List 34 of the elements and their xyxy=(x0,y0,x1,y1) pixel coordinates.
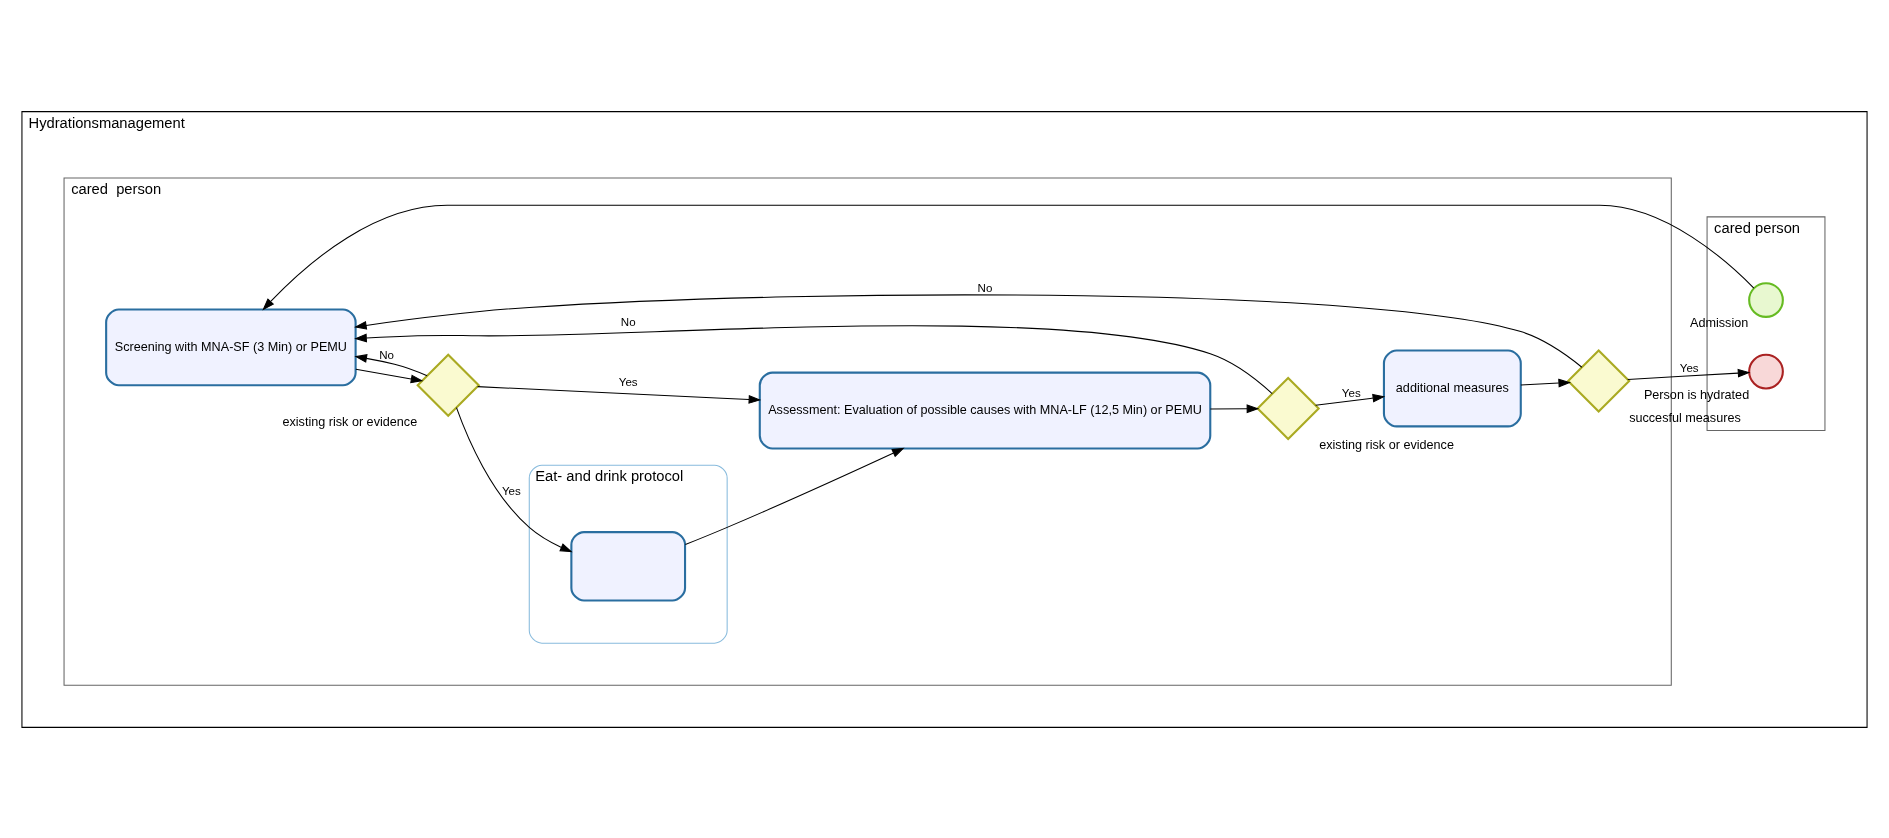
arrow xyxy=(1315,393,1386,406)
edge-label: Yes xyxy=(618,375,638,388)
edge-label: Yes xyxy=(1679,361,1699,374)
edge-label: No xyxy=(620,315,636,328)
node-label: existing risk or evidence xyxy=(1319,437,1454,452)
node-label: existing risk or evidence xyxy=(282,414,418,429)
node-label: Person is hydrated xyxy=(1643,387,1750,402)
arrow xyxy=(1627,368,1751,380)
node-box xyxy=(570,530,687,602)
arrow xyxy=(354,353,428,376)
arrow xyxy=(354,324,1273,394)
node-box: Assessment: Evaluation of possible causes with MNA-LF (12,5 Min) or PEMU xyxy=(758,371,1212,449)
arrow xyxy=(477,385,762,404)
arrow xyxy=(262,204,1755,310)
edge-label: Yes xyxy=(501,484,521,497)
arrow xyxy=(355,368,424,383)
node-box: Screening with MNA-SF (3 Min) or PEMU xyxy=(105,307,357,386)
cluster: Eat- and drink protocol xyxy=(528,464,728,644)
node-label: Admission xyxy=(1690,315,1749,330)
edge-label: No xyxy=(977,281,993,294)
edge-label: Yes xyxy=(1341,386,1361,399)
node-diamond xyxy=(416,352,481,417)
arrow xyxy=(1520,378,1572,387)
node-circle xyxy=(1748,281,1784,318)
arrow xyxy=(684,447,905,545)
arrow xyxy=(455,406,573,552)
node-circle xyxy=(1748,353,1784,389)
node-box: additional measures xyxy=(1382,349,1522,427)
arrow xyxy=(1209,403,1260,413)
arrow xyxy=(354,293,1583,368)
node-label: succesful measures xyxy=(1629,410,1741,425)
node-diamond xyxy=(1566,348,1631,413)
node-diamond xyxy=(1256,375,1321,440)
edge-label: No xyxy=(379,348,395,361)
